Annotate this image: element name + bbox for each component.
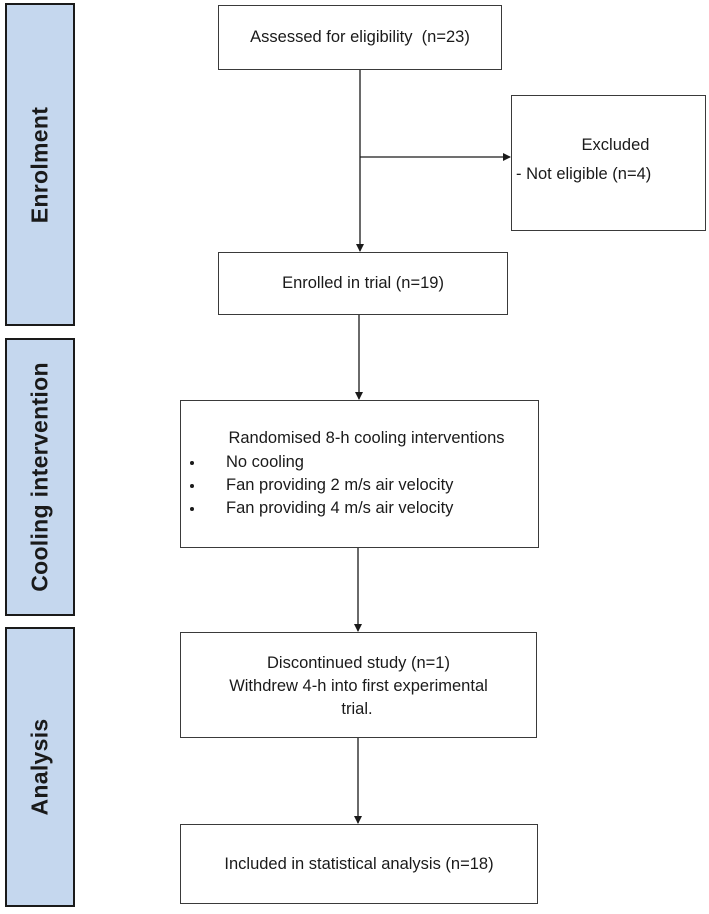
excluded-reason: - Not eligible (n=4) [516, 165, 652, 183]
enrolled-box: Enrolled in trial (n=19) [218, 252, 508, 315]
assessed-box: Assessed for eligibility (n=23) [218, 5, 502, 70]
discontinued-line2: Withdrew 4-h into first experimental [229, 677, 488, 695]
stage-enrolment: Enrolment [5, 3, 75, 326]
list-item: Fan providing 2 m/s air velocity [181, 474, 453, 497]
discontinued-box: Discontinued study (n=1) Withdrew 4-h in… [180, 632, 537, 738]
discontinued-title: Discontinued study (n=1) [267, 654, 450, 672]
stage-analysis: Analysis [5, 627, 75, 907]
assessed-text: Assessed for eligibility (n=23) [250, 28, 470, 46]
list-item: Fan providing 4 m/s air velocity [181, 497, 453, 520]
enrolled-text: Enrolled in trial (n=19) [282, 274, 444, 292]
randomised-list: No cooling Fan providing 2 m/s air veloc… [181, 451, 453, 520]
excluded-title: Excluded [581, 136, 650, 154]
randomised-title: Randomised 8-h cooling interventions [228, 429, 505, 447]
randomised-box: Randomised 8-h cooling interventions No … [180, 400, 539, 548]
excluded-box: Excluded - Not eligible (n=4) [511, 95, 706, 231]
included-text: Included in statistical analysis (n=18) [224, 854, 494, 873]
list-item: No cooling [181, 451, 453, 474]
discontinued-line3: trial. [341, 700, 373, 718]
included-box: Included in statistical analysis (n=18) [180, 824, 538, 904]
stage-cooling-intervention: Cooling intervention [5, 338, 75, 616]
